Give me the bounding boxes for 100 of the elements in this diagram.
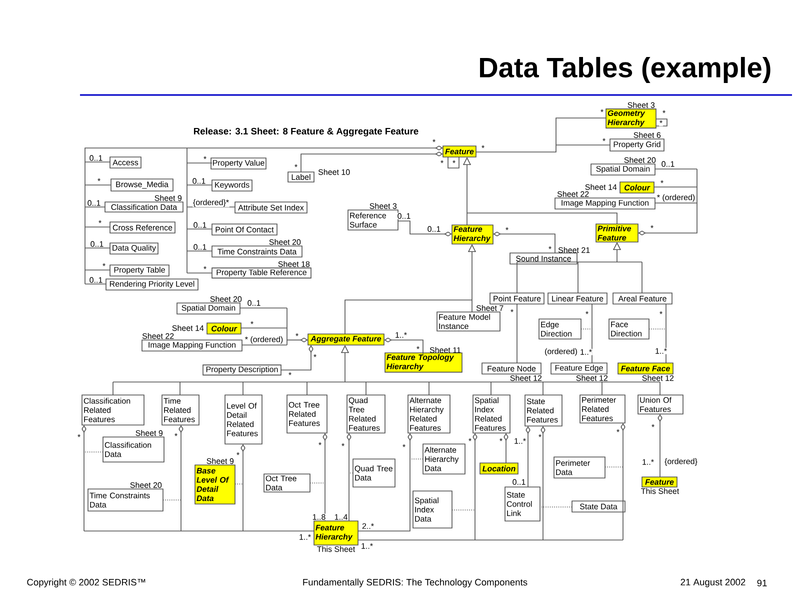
connector-line [242,382,244,396]
connector-line [186,148,188,274]
multiplicity-label: * [660,180,664,186]
class-box: Classification Related Features [82,394,144,426]
class-box: Quad Tree Related Features [346,394,386,434]
association-class-link [604,466,624,468]
multiplicity-label: * [288,372,292,378]
aggregation-line [286,338,308,342]
multiplicity-label: * [250,320,254,328]
multiplicity-label: 0..1 [88,154,104,162]
class-box: Attribute Set Index [234,202,308,214]
multiplicity-label: 0..1 [88,276,104,284]
aggregation-line [493,232,556,254]
class-box: Property Table Reference [212,268,312,278]
multiplicity-label: * [295,332,299,340]
multiplicity-label: 1..* [514,438,526,444]
connector-line [84,184,112,186]
connector-line [84,206,106,208]
multiplicity-label: 1..8 [312,514,326,520]
multiplicity-label: * [341,442,345,450]
sheet-reference: Sheet 12 [510,375,542,381]
multiplicity-label: * [432,138,436,146]
class-box: Feature Topology Hierarchy [384,352,462,373]
aggregation-line [84,146,443,284]
multiplicity-label: * [548,246,552,252]
class-box: Point Feature [490,292,544,304]
sheet-reference: Sheet 7 [476,305,504,311]
connector-line [286,308,288,346]
class-box: Face Direction [608,318,650,340]
aggregation-line [300,152,443,172]
sheet-reference: Sheet 21 [558,247,590,253]
connector-line [186,206,236,208]
multiplicity-label: * [651,424,655,430]
class-box: Property Value [210,158,266,170]
diagram-subtitle: Release: 3.1 Sheet: 8 Feature & Aggregate Feature [194,128,418,136]
multiplicity-label: * [402,444,406,450]
class-box: Base Level Of Detail Data [194,464,236,504]
sheet-reference: Sheet 20 [624,157,656,163]
multiplicity-label: 0..1 [192,222,208,228]
sheet-reference: Sheet 20 [269,239,301,245]
association-class-link [310,482,326,484]
class-box: Colour [206,322,242,334]
class-box: Browse_Media [110,178,174,192]
multiplicity-label: * [174,432,178,440]
connector-line [542,382,544,396]
class-box: Spatial Domain [176,302,240,314]
class-box: Reference Surface [348,210,398,230]
class-box: Rendering Priority Level [106,278,198,290]
page-number: 91 [757,580,767,586]
multiplicity-label: 0..1 [192,244,208,250]
sheet-reference: Sheet 9 [206,458,234,464]
sheet-reference: Sheet 20 [130,482,162,488]
association-class-link [580,328,592,330]
class-box: State Control Link [504,486,540,522]
sheet-reference: Sheet 12 [576,375,608,381]
multiplicity-label: (ordered) [544,348,578,356]
connector-line [516,262,518,294]
association-class-link [648,328,666,330]
sheet-reference: Sheet 22 [557,191,589,197]
multiplicity-label: * [102,262,106,270]
multiplicity-label: * [440,160,444,166]
multiplicity-label: * [77,434,81,440]
multiplicity-label: * [505,226,509,234]
multiplicity-label: * [662,110,666,116]
sheet-reference: Sheet 18 [278,261,310,267]
footer-text: Copyright © 2002 SEDRIS™ [27,578,146,588]
multiplicity-label: 1..* [580,348,592,356]
class-box: Feature Node [482,362,542,374]
connector-line [186,184,212,186]
multiplicity-label: 0..1 [660,160,676,168]
class-box: Spatial Index Related Features [472,394,510,434]
class-box: Primitive Feature [596,224,638,242]
multiplicity-label: * [318,442,322,448]
class-box: Alternate Hierarchy Related Features [408,394,450,434]
connector-line [306,382,308,396]
multiplicity-label: * [659,310,663,318]
connector-line [186,250,212,252]
class-box: Quad Tree Data [352,458,396,488]
aggregation-line [384,338,424,354]
class-box: Linear Feature [548,292,608,304]
class-box: Feature [642,476,678,488]
class-box: Edge Direction [538,318,582,340]
sheet-reference: Sheet 14 [172,325,204,331]
multiplicity-label: 0..1 [90,240,104,248]
class-box: Time Constraints Data [212,246,302,258]
class-box: Union Of Features [638,394,684,414]
connector-line [476,144,556,152]
sheet-reference: Sheet 9 [136,430,163,436]
class-box: Feature Model Instance [436,312,500,332]
connector-line [466,212,618,224]
aggregation-line [398,220,452,236]
class-box: Point Of Contact [212,224,278,236]
class-box: Perimeter Data [554,456,606,478]
class-box: Access [110,156,142,168]
multiplicity-label: * [481,144,485,152]
class-box: Time Related Features [162,394,200,426]
sheet-reference: Sheet 22 [142,333,174,339]
class-box: Perimeter Related Features [580,394,626,424]
multiplicity-label: * [659,120,663,126]
multiplicity-label: * [510,308,514,316]
